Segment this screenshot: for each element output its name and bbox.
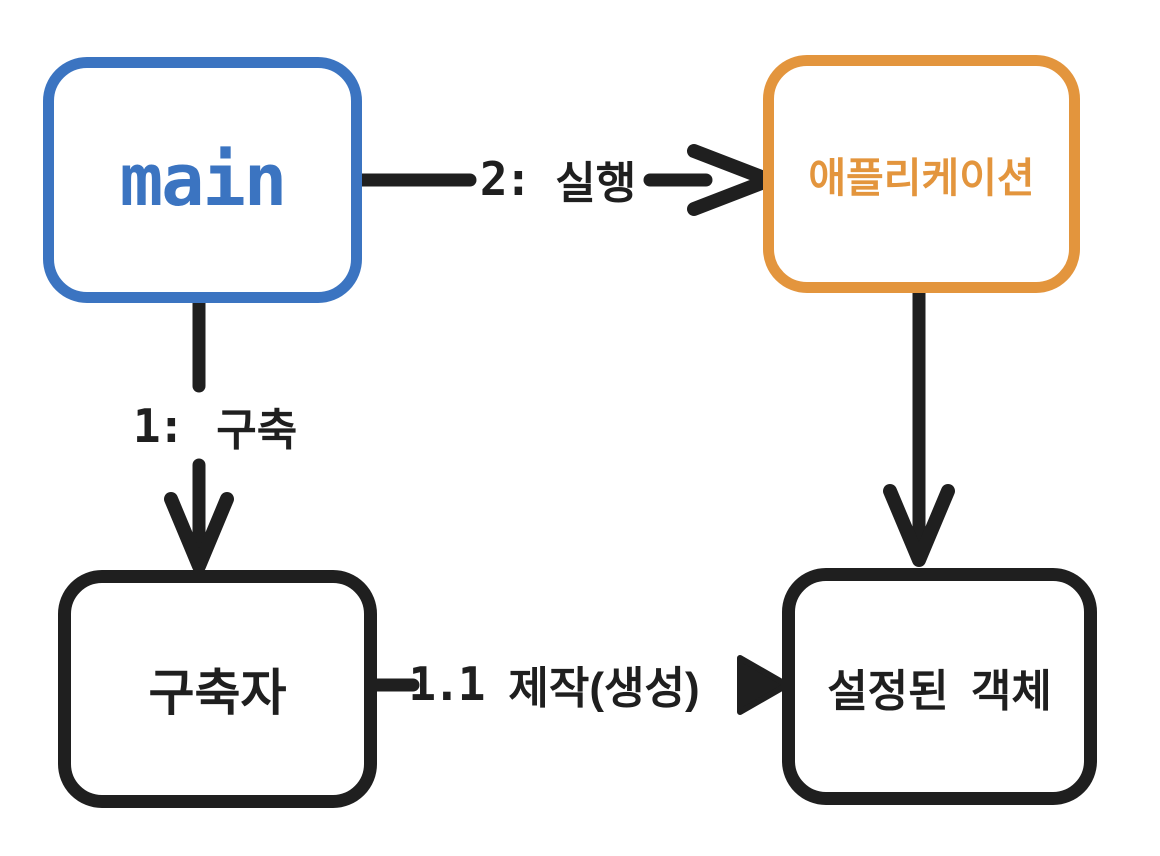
edge-label-main-to-builder: 1: 구축 (133, 394, 297, 458)
node-main-label: main (119, 138, 287, 222)
edge-main-to-builder-arrowhead-icon (164, 492, 234, 573)
edge-label-main-to-application: 2: 실행 (480, 147, 636, 211)
edge-builder-to-configured-object-arrowhead-icon (737, 655, 790, 715)
node-builder-label: 구축자 (148, 665, 287, 721)
edge-label-main-to-application-text: 실행 (555, 159, 637, 208)
edge-label-builder-to-configured-object-text: 제작(생성) (508, 664, 700, 713)
node-configured-object-label: 설정된 객체 (827, 666, 1052, 716)
edge-label-builder-to-configured-object: 1.1 제작(생성) (408, 652, 699, 716)
edge-application-to-configured-object-arrowhead-icon (883, 484, 955, 567)
edge-label-main-to-builder-number: 1: (132, 399, 185, 453)
node-main: main (43, 57, 362, 303)
node-builder: 구축자 (58, 570, 377, 808)
node-configured-object: 설정된 객체 (782, 568, 1097, 805)
node-application-label: 애플리케이션 (808, 155, 1035, 201)
edge-label-main-to-builder-text: 구축 (216, 406, 298, 455)
edge-label-builder-to-configured-object-number: 1.1 (408, 657, 485, 711)
node-application: 애플리케이션 (763, 55, 1080, 293)
edge-label-main-to-application-number: 2: (479, 152, 532, 206)
